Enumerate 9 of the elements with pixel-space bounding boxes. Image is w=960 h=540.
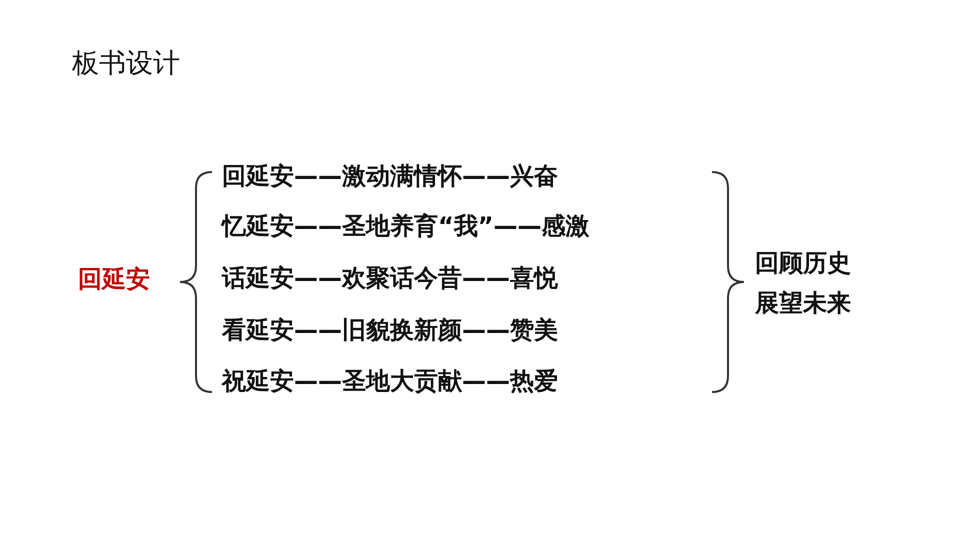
conclusion-text: 展望未来	[755, 289, 851, 318]
slide-title: 板书设计	[72, 48, 180, 80]
summary-line: 祝延安——圣地大贡献——热爱	[222, 367, 558, 396]
summary-line: 回延安——激动满情怀——兴奋	[222, 162, 558, 191]
topic-heading: 回延安	[78, 265, 150, 294]
summary-line: 话延安——欢聚话今昔——喜悦	[222, 264, 558, 293]
summary-line: 忆延安——圣地养育“我”——感激	[222, 212, 590, 241]
conclusion-text: 回顾历史	[755, 249, 851, 278]
summary-line: 看延安——旧貌换新颜——赞美	[222, 316, 558, 345]
